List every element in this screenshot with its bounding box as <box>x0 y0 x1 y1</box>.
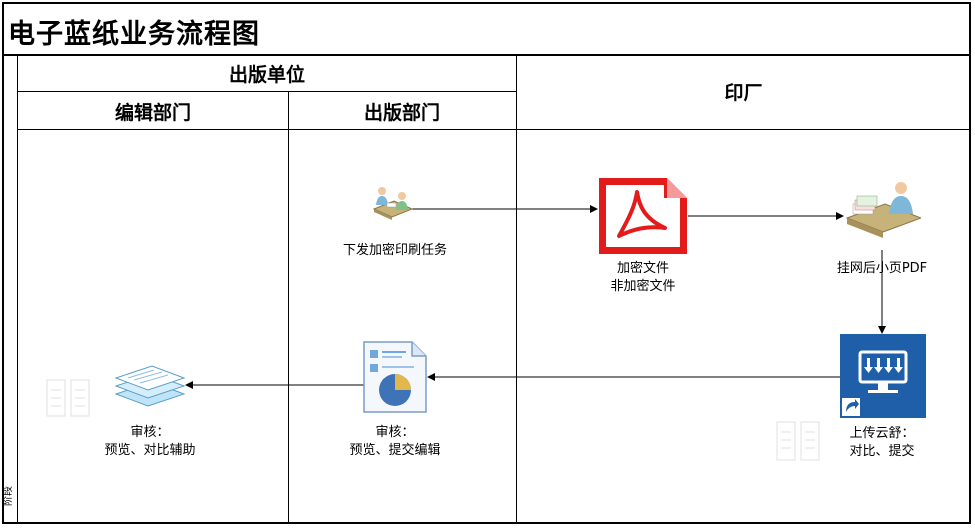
node-upload-cloud-label: 上传云舒： 对比、提交 <box>849 426 915 459</box>
lane-header-publisher: 出版单位 <box>228 64 305 86</box>
diagram-title: 电子蓝纸业务流程图 <box>8 19 260 50</box>
node-editorial-review-label: 审核： 预览、对比辅助 <box>104 425 196 458</box>
title-bar: 电子蓝纸业务流程图 <box>4 4 970 56</box>
node-hang-pdf-label: 挂网后小页PDF <box>836 261 928 276</box>
lane-header-publishing: 出版部门 <box>363 102 440 124</box>
node-publishing-review-label: 审核： 预览、提交编辑 <box>349 425 441 458</box>
phase-column <box>4 56 18 522</box>
stacked-papers-icon <box>114 365 186 407</box>
watermark-docs-icon <box>776 421 820 461</box>
header-divider-publisher <box>18 91 516 92</box>
lane-header-printing: 印厂 <box>724 82 763 104</box>
lane-header-editorial: 编辑部门 <box>114 102 191 124</box>
people-at-desk-icon <box>372 187 414 220</box>
diagram-frame <box>2 2 971 524</box>
lane-divider-publisher-printing <box>516 56 517 522</box>
lane-divider-editorial-publishing <box>288 91 289 522</box>
watermark-docs-icon <box>46 379 90 417</box>
node-issue-task-label: 下发加密印刷任务 <box>342 243 447 258</box>
report-document-icon <box>363 341 427 413</box>
node-encrypted-file-label: 加密文件 非加密文件 <box>610 261 676 294</box>
pdf-file-icon <box>599 178 687 254</box>
upload-monitor-app-icon <box>840 334 926 418</box>
person-with-papers-icon <box>845 182 921 238</box>
header-bottom-line <box>18 129 971 130</box>
